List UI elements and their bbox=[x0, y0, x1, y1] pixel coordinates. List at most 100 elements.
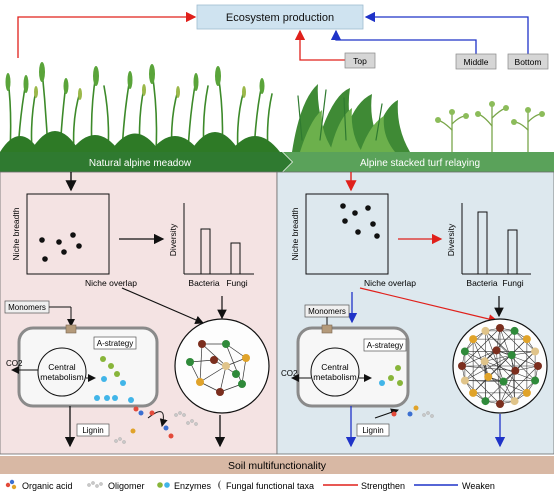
network-node bbox=[499, 377, 508, 386]
legend-enzymes-icon bbox=[157, 482, 170, 488]
legend-enzymes-label: Enzymes bbox=[174, 481, 212, 491]
legend-organic-acid-icon bbox=[5, 479, 17, 490]
band-alpine-stacked-turf bbox=[283, 152, 554, 172]
left-organic-acids bbox=[130, 406, 174, 439]
network-node bbox=[510, 326, 519, 335]
network-node bbox=[469, 388, 478, 397]
layer-bottom-label: Bottom bbox=[515, 57, 542, 67]
right-diversity-chart bbox=[461, 203, 531, 275]
right-lignin-box bbox=[356, 423, 390, 437]
left-a-strategy-label: A-strategy bbox=[97, 339, 133, 348]
network-node bbox=[522, 335, 531, 344]
left-fungi-label: Fungi bbox=[226, 278, 247, 288]
right-niche-overlap-label: Niche overlap bbox=[364, 278, 416, 288]
right-oligomers bbox=[422, 411, 434, 418]
network-node bbox=[531, 347, 540, 356]
left-lignin-box bbox=[76, 423, 110, 437]
left-lignin-label: Lignin bbox=[82, 426, 103, 435]
left-niche-overlap-label: Niche overlap bbox=[85, 278, 137, 288]
network-node bbox=[481, 326, 490, 335]
natural-meadow-plants bbox=[0, 62, 280, 153]
right-niche-points bbox=[340, 203, 380, 239]
network-node bbox=[522, 388, 531, 397]
right-to-network-arrow bbox=[359, 287, 499, 324]
network-node bbox=[460, 347, 469, 356]
left-diversity-chart bbox=[183, 203, 254, 275]
legend-oligomer-icon bbox=[87, 481, 103, 488]
strengthen-arrow-top-to-production bbox=[294, 29, 345, 61]
layer-top-box bbox=[344, 52, 376, 69]
network-node bbox=[492, 346, 501, 355]
left-central-label: Central bbox=[48, 362, 76, 372]
right-monomers-label: Monomers bbox=[308, 307, 346, 316]
ecosystem-production-box bbox=[196, 4, 364, 30]
right-organic-acids bbox=[391, 405, 419, 417]
left-niche-breadth-label: Niche breadth bbox=[11, 207, 21, 260]
left-network bbox=[174, 318, 270, 414]
strengthen-arrow-left-to-production bbox=[17, 11, 197, 58]
right-diversity-label: Diversity bbox=[446, 223, 456, 256]
network-node bbox=[458, 362, 466, 370]
network-node bbox=[510, 397, 519, 406]
legend-fungal-taxa-icon bbox=[218, 480, 221, 490]
network-node bbox=[469, 335, 478, 344]
soil-multifunctionality-title: Soil multifunctionality bbox=[228, 460, 327, 472]
right-enzyme-arrow bbox=[374, 408, 399, 419]
left-membrane-channel bbox=[65, 324, 77, 334]
left-to-network-arrow bbox=[121, 287, 205, 324]
right-bacteria-bar bbox=[477, 211, 488, 275]
left-bacteria-label: Bacteria bbox=[188, 278, 219, 288]
band-left-label: Natural alpine meadow bbox=[89, 158, 192, 169]
layer-bottom-box bbox=[507, 53, 549, 70]
right-co2-label: CO2 bbox=[281, 369, 298, 378]
network-node bbox=[496, 400, 504, 408]
left-co2-label: CO2 bbox=[6, 359, 23, 368]
network-node bbox=[460, 376, 469, 385]
turf-relaying-plants bbox=[292, 84, 545, 153]
right-fungi-label: Fungi bbox=[502, 278, 523, 288]
band-natural-alpine-meadow bbox=[0, 152, 292, 172]
left-niche-points bbox=[39, 232, 82, 262]
layer-middle-box bbox=[455, 53, 497, 70]
left-oligomers bbox=[114, 411, 198, 444]
weaken-arrow-bottom bbox=[364, 11, 529, 54]
right-bacteria-label: Bacteria bbox=[466, 278, 497, 288]
weaken-arrow-middle bbox=[330, 29, 477, 54]
right-central-metabolism-cycle bbox=[310, 347, 360, 397]
legend-weaken-label: Weaken bbox=[462, 481, 495, 491]
left-fungi-bar bbox=[230, 242, 241, 275]
network-node bbox=[496, 324, 504, 332]
right-membrane-channel bbox=[321, 324, 333, 334]
left-cell-enzymes bbox=[94, 356, 134, 403]
left-diversity-label: Diversity bbox=[168, 223, 178, 256]
left-metabolism-label: metabolism bbox=[40, 372, 83, 382]
layer-top-label: Top bbox=[353, 56, 367, 66]
left-enzyme-arrow bbox=[147, 411, 168, 427]
right-cell-enzymes bbox=[379, 365, 403, 386]
right-niche-plot bbox=[305, 193, 389, 275]
left-niche-plot bbox=[26, 193, 110, 275]
legend-fungal-taxa-label: Fungal functional taxa bbox=[226, 481, 314, 491]
right-fungi-bar bbox=[507, 229, 518, 275]
right-lignin-label: Lignin bbox=[362, 426, 383, 435]
network-node bbox=[511, 366, 520, 375]
right-a-strategy-box bbox=[363, 338, 407, 352]
legend-organic-acid-label: Organic acid bbox=[22, 481, 73, 491]
left-central-metabolism-cycle bbox=[37, 347, 87, 397]
left-monomers-label: Monomers bbox=[8, 303, 46, 312]
legend-oligomer-label: Oligomer bbox=[108, 481, 145, 491]
network-node bbox=[484, 372, 493, 381]
right-network bbox=[452, 318, 548, 414]
right-a-strategy-label: A-strategy bbox=[367, 341, 403, 350]
network-node bbox=[531, 376, 540, 385]
right-central-label: Central bbox=[321, 362, 349, 372]
legend: Organic acid Oligomer Enzymes Fungal fun… bbox=[5, 479, 495, 491]
band-right-label: Alpine stacked turf relaying bbox=[360, 158, 480, 169]
network-node bbox=[534, 362, 542, 370]
network-node bbox=[507, 351, 516, 360]
right-metabolism-label: metabolism bbox=[313, 372, 356, 382]
left-a-strategy-box bbox=[93, 336, 137, 350]
ecosystem-production-title: Ecosystem production bbox=[226, 12, 334, 24]
layer-middle-label: Middle bbox=[463, 57, 488, 67]
